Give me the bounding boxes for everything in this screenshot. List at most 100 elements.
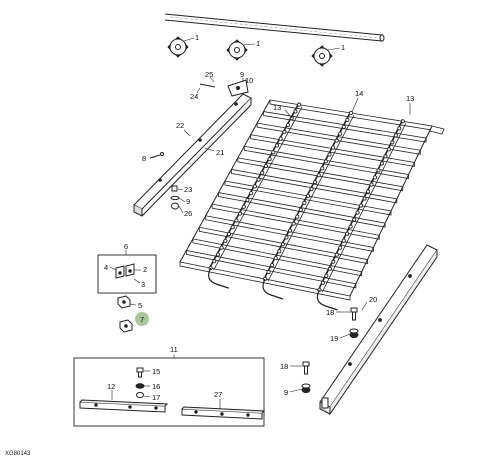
chain-link (256, 177, 261, 182)
drive-shaft (164, 13, 385, 42)
callout-labels: 1 1 1 25 9 10 24 22 21 8 13 14 13 23 9 2… (104, 33, 414, 402)
hardware-stack (170, 185, 180, 210)
callout-11: 11 (170, 345, 178, 354)
conveyor-slat (205, 215, 374, 252)
chain-link (293, 109, 298, 114)
conveyor-chain-edge (322, 123, 407, 293)
chain-link (316, 173, 321, 178)
frame-end-cap (429, 125, 445, 135)
figure-id: XG80143 (5, 451, 31, 457)
chain-link (215, 252, 220, 257)
chain-link (323, 159, 328, 164)
chain-link (277, 249, 282, 254)
chain-link (397, 126, 402, 131)
frame-left-edge (179, 99, 271, 263)
callout-8: 8 (142, 154, 146, 163)
callout-27: 27 (214, 390, 222, 399)
sprocket-1b (226, 39, 248, 61)
chain-link (352, 217, 357, 222)
callout-9-top: 9 (240, 70, 244, 79)
callout-17: 17 (152, 393, 160, 402)
callout-22: 22 (176, 121, 184, 130)
chain-link (341, 238, 346, 243)
chain-link (338, 131, 343, 136)
chain-link (249, 191, 254, 196)
chain-link (341, 124, 346, 129)
chain-link (320, 166, 325, 171)
bolt-18b (302, 361, 310, 375)
callout-16: 16 (152, 382, 160, 391)
washer-9 (301, 383, 311, 393)
clip-part-5 (117, 295, 131, 309)
conveyor-slat (211, 203, 380, 240)
callout-26: 26 (184, 209, 192, 218)
chain-link (289, 116, 294, 121)
chain-link (373, 175, 378, 180)
chain-return (208, 267, 229, 289)
callout-19: 19 (330, 334, 338, 343)
chain-link (245, 198, 250, 203)
chain-link (302, 200, 307, 205)
chain-link (390, 140, 395, 145)
right-side-rail (319, 244, 438, 416)
chain-link (400, 119, 405, 124)
chain-link (234, 218, 239, 223)
chain-link (219, 245, 224, 250)
callout-13-right: 13 (406, 94, 414, 103)
chain-link (260, 170, 265, 175)
chain-link (241, 204, 246, 209)
conveyor-slat (256, 122, 421, 155)
chain-link (252, 184, 257, 189)
callout-14: 14 (355, 89, 363, 98)
chain-link (309, 187, 314, 192)
callout-10: 10 (245, 76, 253, 85)
sprocket-1c (311, 45, 333, 67)
guide-kit-box (73, 357, 266, 427)
washer-19 (349, 328, 359, 338)
callout-1a: 1 (195, 33, 199, 42)
callout-18-upper: 18 (326, 308, 334, 317)
clip-part-7 (119, 319, 133, 333)
callout-21: 21 (216, 148, 224, 157)
chain-link (331, 259, 336, 264)
chain-link (334, 252, 339, 257)
callout-4: 4 (104, 263, 108, 272)
chain-link (348, 111, 353, 116)
chain-link (383, 154, 388, 159)
chain-link (355, 210, 360, 215)
sprocket-1a (167, 36, 189, 58)
bolt-18a (350, 307, 358, 321)
chain-link (227, 232, 232, 237)
callout-20: 20 (369, 295, 377, 304)
chain-link (362, 196, 367, 201)
chain-link (338, 245, 343, 250)
conveyor-chain-assembly (179, 99, 445, 311)
chain-link (379, 161, 384, 166)
callout-7: 7 (140, 315, 144, 324)
clip-kit-box (97, 254, 157, 294)
chain-link (282, 129, 287, 134)
conveyor-slat (250, 134, 415, 167)
chain-link (212, 259, 217, 264)
chain-link (288, 228, 293, 233)
chain-link (284, 235, 289, 240)
callout-6: 6 (124, 242, 128, 251)
chain-link (238, 211, 243, 216)
callout-12: 12 (107, 382, 115, 391)
pin-8 (149, 152, 164, 159)
chain-link (275, 143, 280, 148)
callout-13-left: 13 (273, 103, 281, 112)
chain-link (369, 182, 374, 187)
conveyor-slat (231, 168, 398, 204)
conveyor-chain-edge (213, 106, 303, 271)
chain-return (316, 289, 338, 311)
chain-link (334, 138, 339, 143)
conveyor-slat (186, 249, 357, 289)
chain-link (223, 238, 228, 243)
callout-1c: 1 (341, 43, 345, 52)
chain-link (313, 180, 318, 185)
conveyor-chain-edge (267, 114, 355, 282)
callout-1b: 1 (256, 39, 260, 48)
